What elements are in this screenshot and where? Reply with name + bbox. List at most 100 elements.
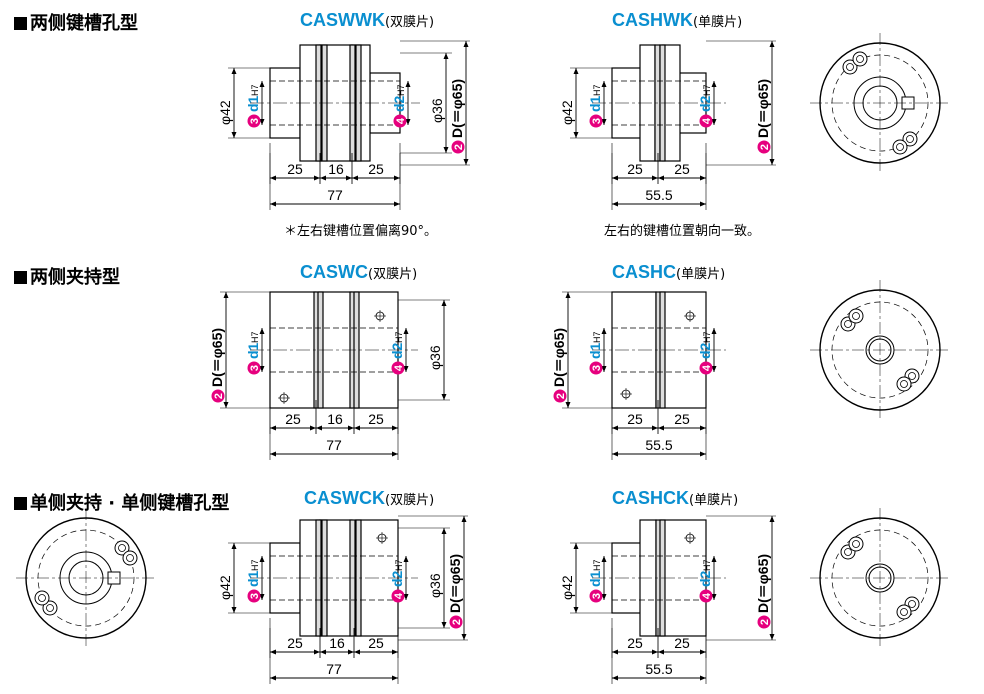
- badge-number: 4: [393, 364, 405, 371]
- arrowhead-icon: [601, 556, 607, 562]
- bolt-hex-icon: [852, 312, 860, 320]
- bolt-hex-icon: [900, 380, 908, 388]
- arrowhead-icon: [441, 528, 447, 534]
- arrowhead-icon: [565, 402, 571, 408]
- badge-number: 3: [249, 118, 261, 124]
- length-dimension: 25: [368, 411, 384, 427]
- total-length-dimension: 77: [327, 187, 343, 203]
- number-badge: [589, 361, 603, 375]
- arrowhead-icon: [700, 175, 706, 181]
- arrowhead-icon: [259, 556, 265, 562]
- number-badge: [757, 615, 771, 629]
- badge-number: 4: [701, 364, 713, 371]
- dimension-label: H7: [394, 559, 404, 571]
- arrowhead-icon: [354, 649, 360, 655]
- bolt-head-icon: [896, 604, 912, 620]
- arrowhead-icon: [601, 119, 607, 125]
- dimension-label: d1: [245, 570, 261, 587]
- bolt-hex-icon: [844, 320, 852, 328]
- arrowhead-icon: [231, 132, 237, 138]
- model-title-cashck: CASHCK(单膜片): [612, 488, 739, 508]
- dimension-label: H7: [396, 84, 406, 96]
- number-badge: [699, 361, 713, 375]
- number-badge: [449, 615, 463, 629]
- arrowhead-icon: [461, 634, 467, 640]
- section-heading-mixed: 单侧夹持 · 单侧键槽孔型: [14, 489, 229, 515]
- square-bullet-icon: [14, 17, 27, 30]
- arrowhead-icon: [441, 622, 447, 628]
- arrowhead-icon: [612, 175, 618, 181]
- length-dimension: 25: [674, 411, 690, 427]
- arrowhead-icon: [441, 394, 447, 400]
- bolt-hex-icon: [908, 372, 916, 380]
- arrowhead-icon: [463, 159, 469, 165]
- arrowhead-icon: [601, 594, 607, 600]
- vertical-label: 2D(＝φ65): [449, 79, 465, 154]
- number-badge: [211, 389, 225, 403]
- bolt-hex-icon: [118, 544, 126, 552]
- arrowhead-icon: [711, 119, 717, 125]
- arrowhead-icon: [711, 328, 717, 334]
- number-badge: [247, 361, 261, 375]
- badge-number: 3: [591, 593, 603, 599]
- vertical-label: φ42: [559, 575, 575, 600]
- arrowhead-icon: [352, 175, 358, 181]
- dimension-label: H7: [592, 559, 602, 571]
- vertical-label: 2D(＝φ65): [447, 554, 463, 629]
- arrowhead-icon: [270, 451, 276, 457]
- arrowhead-icon: [443, 53, 449, 59]
- arrowhead-icon: [463, 41, 469, 47]
- badge-number: 4: [393, 592, 405, 599]
- badge-number: 2: [453, 144, 465, 150]
- length-dimension: 25: [287, 635, 303, 651]
- arrowhead-icon: [270, 425, 276, 431]
- note-keyway-aligned: 左右的键槽位置朝向一致。: [604, 224, 761, 239]
- arrowhead-icon: [403, 366, 409, 372]
- dimension-label: d1: [587, 95, 603, 112]
- arrowhead-icon: [711, 366, 717, 372]
- square-bullet-icon: [14, 497, 27, 510]
- number-badge: [699, 114, 713, 128]
- arrowhead-icon: [231, 543, 237, 549]
- dimension-label: H7: [592, 331, 602, 343]
- bolt-hex-icon: [38, 594, 46, 602]
- badge-number: 3: [591, 365, 603, 371]
- arrowhead-icon: [392, 675, 398, 681]
- number-badge: [757, 140, 771, 154]
- arrowhead-icon: [769, 634, 775, 640]
- model-title-caswwk: CASWWK(双膜片): [300, 10, 435, 30]
- badge-number: 3: [249, 593, 261, 599]
- arrowhead-icon: [270, 675, 276, 681]
- badge-number: 4: [701, 592, 713, 599]
- arrowhead-icon: [354, 425, 360, 431]
- bolt-hex-icon: [900, 608, 908, 616]
- arrowhead-icon: [769, 159, 775, 165]
- arrowhead-icon: [231, 68, 237, 74]
- arrowhead-icon: [403, 556, 409, 562]
- arrowhead-icon: [601, 328, 607, 334]
- arrowhead-icon: [310, 425, 316, 431]
- dimension-label: d2: [697, 95, 713, 112]
- dimension-label: H7: [250, 331, 260, 343]
- number-badge: [589, 114, 603, 128]
- length-dimension: 25: [368, 635, 384, 651]
- arrowhead-icon: [346, 175, 352, 181]
- badge-number: 4: [701, 117, 713, 124]
- length-dimension: 25: [627, 411, 643, 427]
- model-title-cashc: CASHC(单膜片): [612, 262, 726, 282]
- total-length-dimension: 77: [326, 437, 342, 453]
- length-dimension: 25: [368, 161, 384, 177]
- section-heading-keyway: 两侧键槽孔型: [14, 9, 138, 35]
- arrowhead-icon: [612, 201, 618, 207]
- arrowhead-icon: [652, 175, 658, 181]
- arrowhead-icon: [601, 81, 607, 87]
- dimension-label: d2: [697, 570, 713, 587]
- dimension-label: φ42: [559, 575, 575, 600]
- arrowhead-icon: [270, 649, 276, 655]
